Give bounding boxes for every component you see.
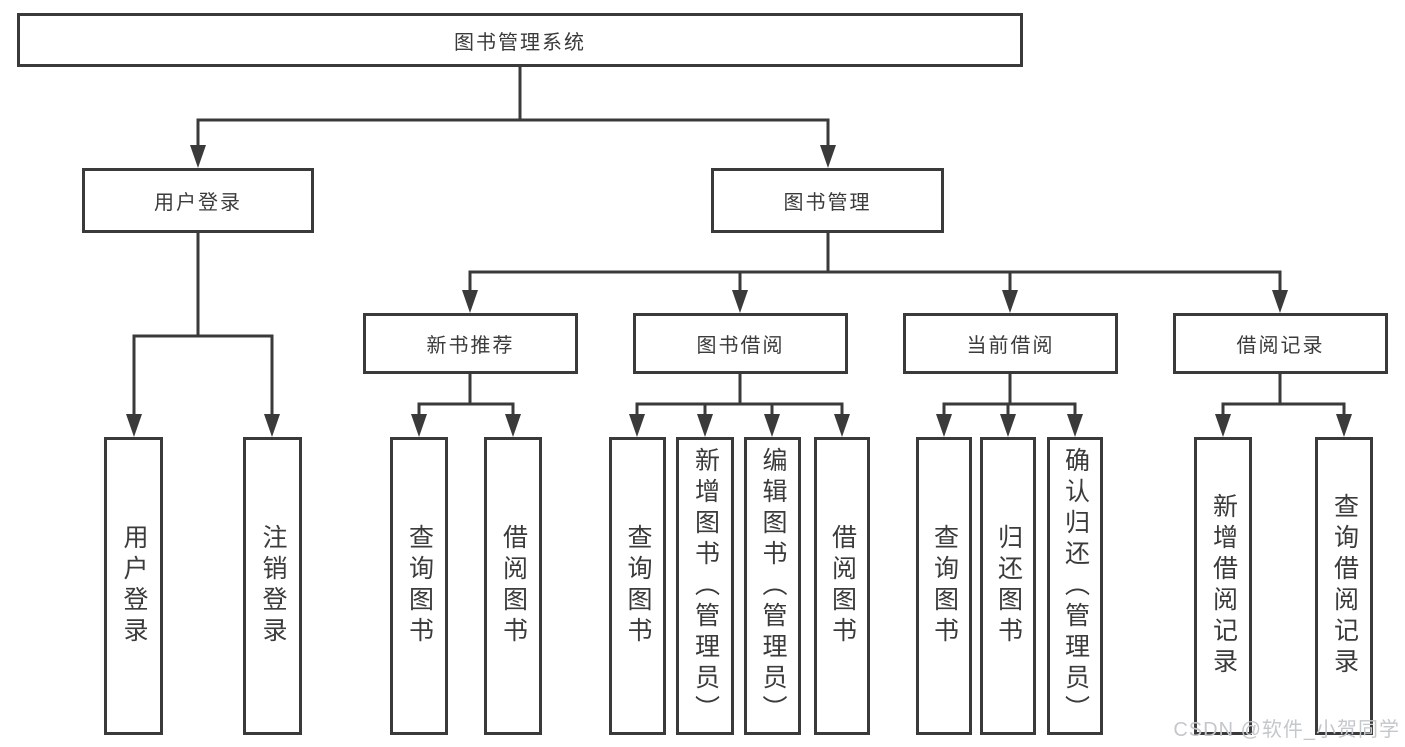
leaf-borrow-books-recommend: 借阅图书	[484, 437, 542, 735]
leaf-return-books: 归还图书	[980, 437, 1036, 735]
node-book-management: 图书管理	[711, 168, 944, 233]
node-book-borrowing: 图书借阅	[633, 313, 848, 374]
leaf-edit-books-admin: 编辑图书（管理员）	[744, 437, 801, 735]
leaf-add-books-admin: 新增图书（管理员）	[676, 437, 734, 735]
leaf-user-login: 用户登录	[104, 437, 163, 735]
leaf-logout-login: 注销登录	[243, 437, 302, 735]
leaf-query-borrow-record: 查询借阅记录	[1315, 437, 1373, 735]
node-borrowing-records: 借阅记录	[1173, 313, 1388, 374]
node-library-management-system: 图书管理系统	[17, 13, 1023, 67]
leaf-query-books-current: 查询图书	[916, 437, 972, 735]
leaf-query-books-recommend: 查询图书	[390, 437, 448, 735]
node-new-book-recommendation: 新书推荐	[363, 313, 578, 374]
leaf-add-borrow-record: 新增借阅记录	[1194, 437, 1252, 735]
leaf-confirm-return-admin: 确认归还（管理员）	[1047, 437, 1103, 735]
watermark-csdn: CSDN @软件_小贺同学	[1173, 719, 1400, 741]
node-current-borrowing: 当前借阅	[903, 313, 1118, 374]
leaf-query-books-borrowing: 查询图书	[609, 437, 666, 735]
leaf-borrow-books-borrowing: 借阅图书	[814, 437, 870, 735]
node-user-login: 用户登录	[82, 168, 314, 233]
